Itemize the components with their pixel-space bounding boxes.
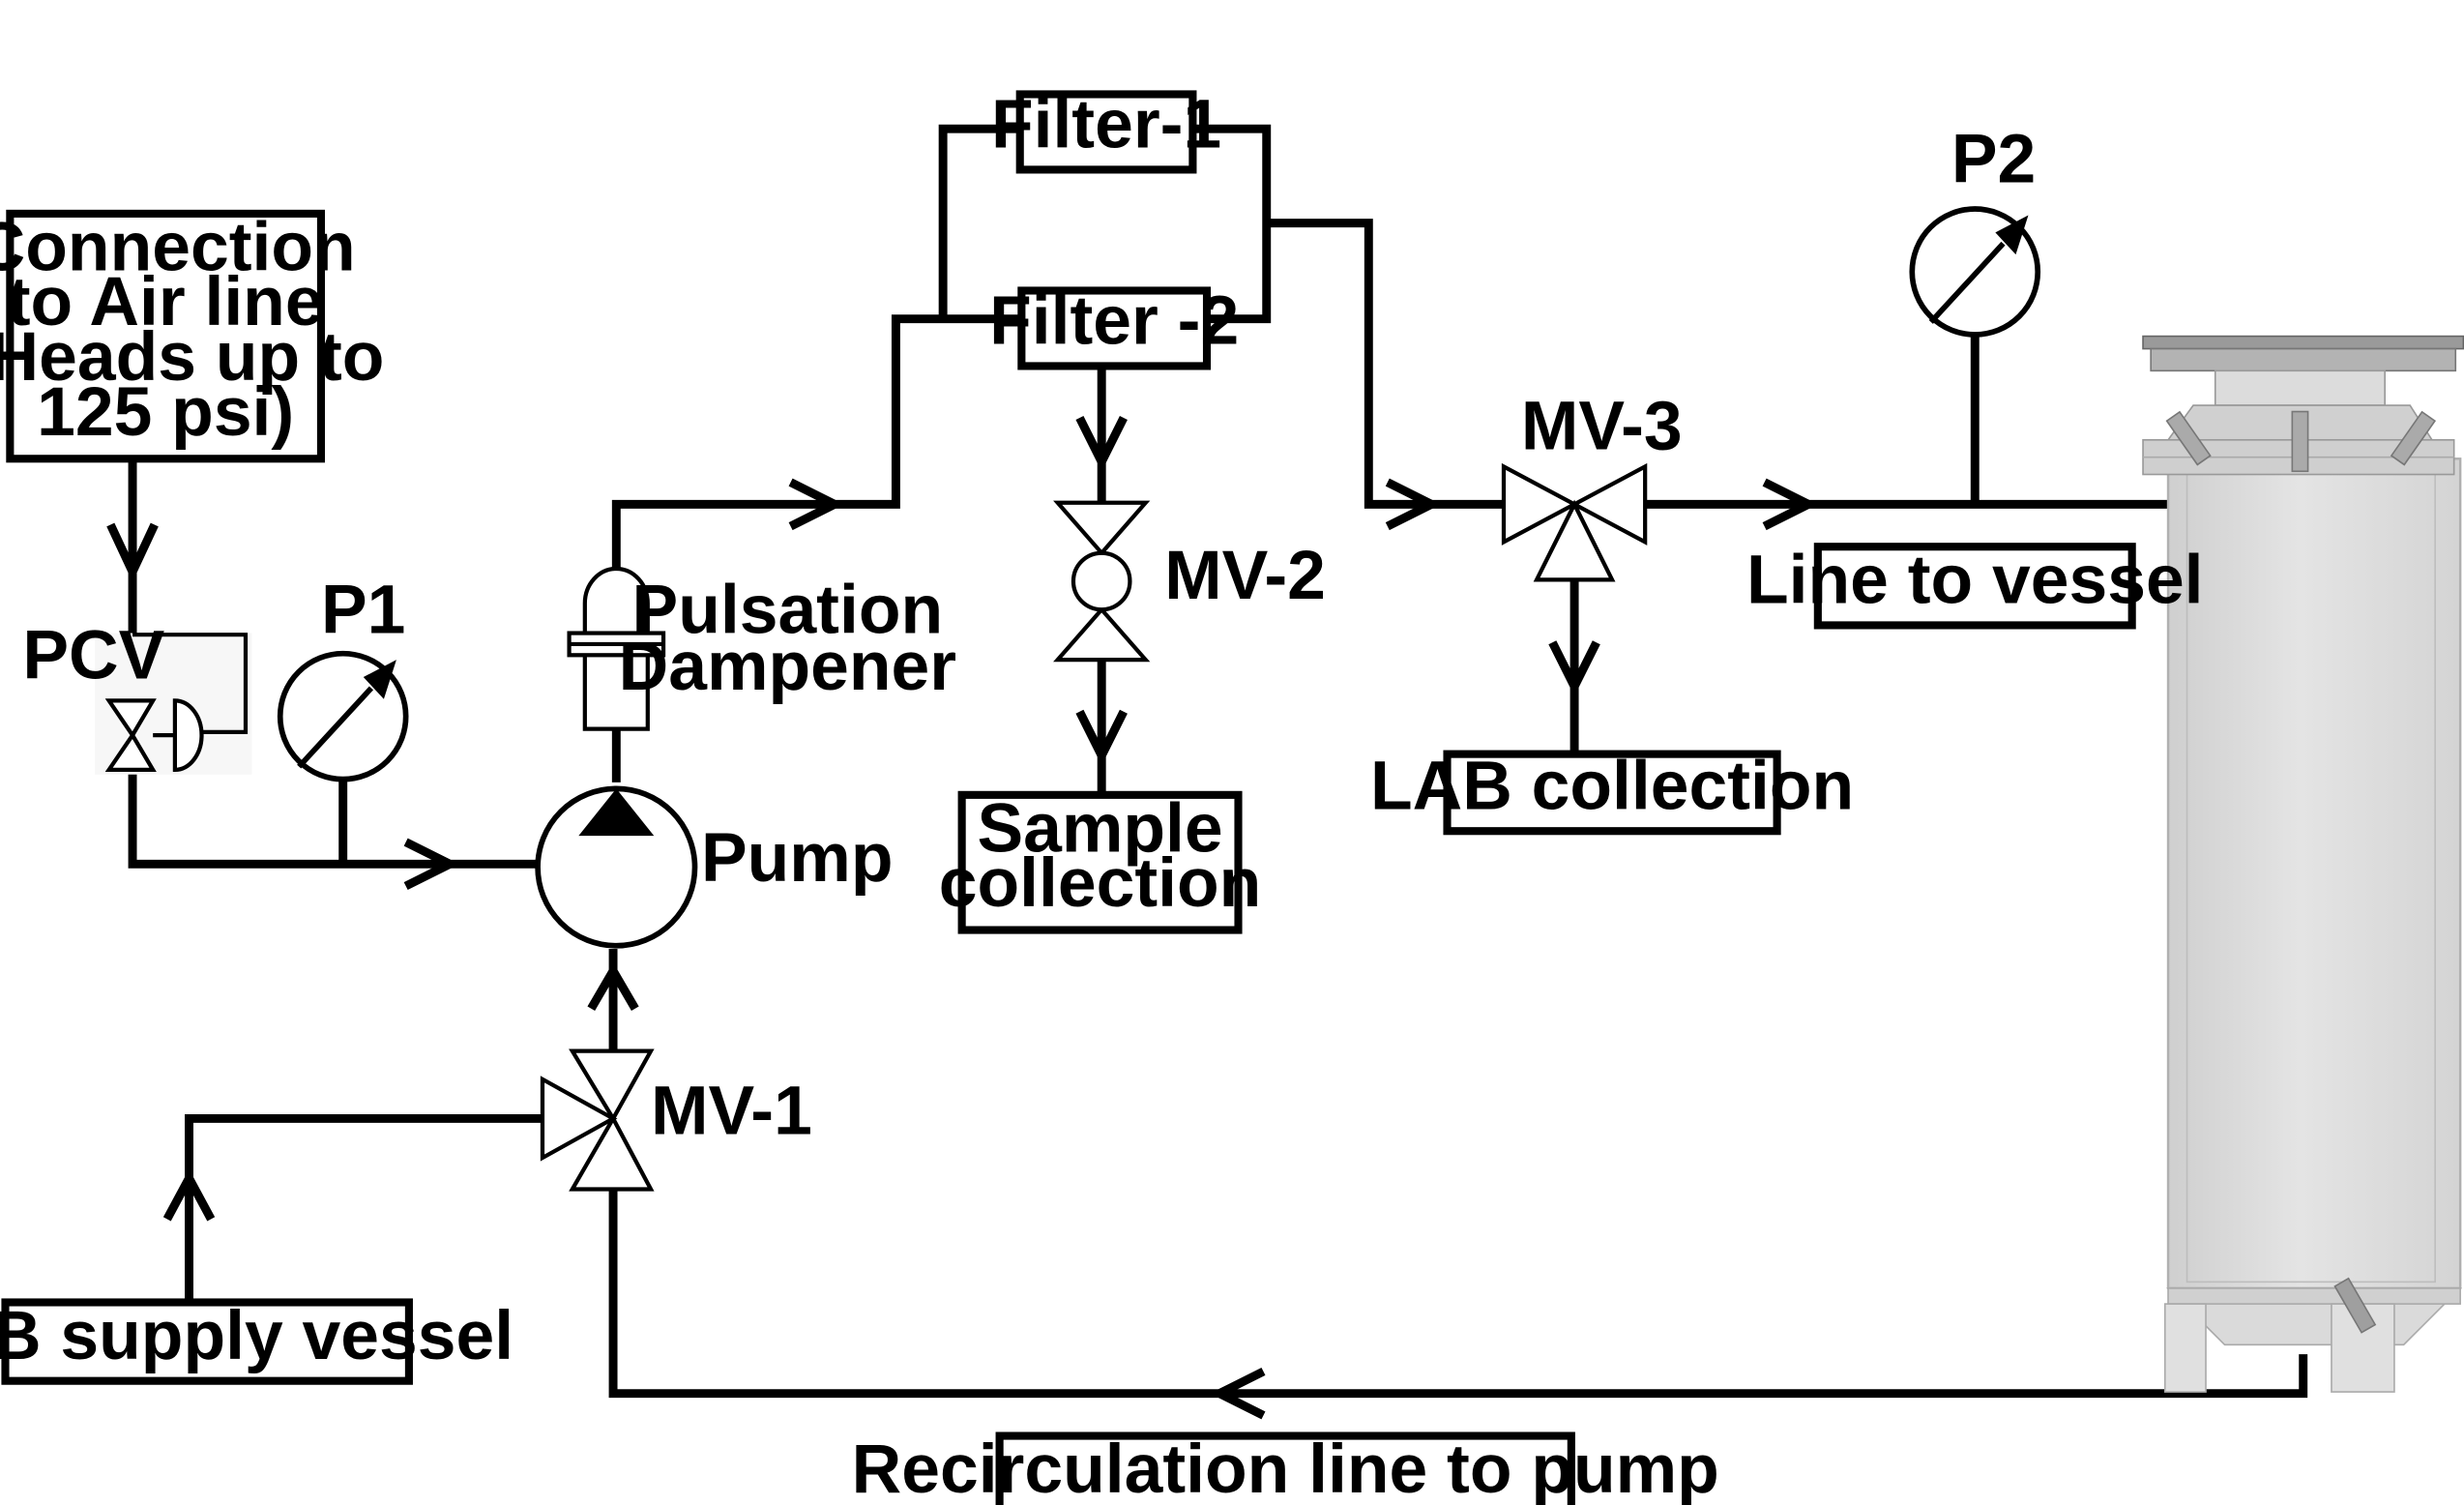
flow-arrow-down (106, 522, 159, 582)
pump-label: Pump (701, 819, 894, 897)
air-connection-box: Connection to Air line ( Heads up to 125… (0, 208, 384, 463)
pcv-label: PCV (22, 617, 164, 694)
piping (128, 124, 2308, 1399)
flow-arrow-left (1210, 1367, 1266, 1420)
flow-arrow-up (162, 1168, 216, 1222)
flow-arrows (106, 416, 1819, 1420)
recirculation-pipe (608, 1189, 2308, 1399)
flow-arrow-down (1075, 416, 1128, 472)
line-to-vessel-box: Line to vessel (1746, 542, 2204, 630)
valve-mv1-icon[interactable] (540, 1048, 655, 1192)
pulsation-dampener-line-2: Dampener (619, 628, 956, 705)
air-connection-line-1: Connection (0, 208, 356, 285)
flow-arrow-right (403, 838, 460, 891)
lab-collection-box: LAB collection (1370, 747, 1854, 836)
discharge-pipe (611, 314, 1022, 569)
mv3-label: MV-3 (1521, 388, 1683, 465)
air-connection-line-3: ( Heads up to (0, 318, 384, 396)
valve-mv2-icon[interactable] (1053, 500, 1151, 663)
pressure-gauge-p1 (277, 650, 409, 782)
sample-collection-box: Sample collection (939, 789, 1262, 934)
filter-2-box[interactable]: Filter -2 (989, 282, 1239, 370)
filter-1-label: Filter-1 (991, 86, 1221, 163)
pump-icon[interactable] (535, 785, 698, 949)
process-vessel (2142, 335, 2464, 1393)
sample-collection-line-2: collection (939, 844, 1262, 922)
pulsation-dampener-line-1: Pulsation (632, 572, 944, 649)
flow-arrow-down (1075, 709, 1128, 766)
sample-collection-line-1: Sample (977, 789, 1222, 867)
flow-arrow-down (1548, 640, 1600, 696)
lab-collection-label: LAB collection (1370, 747, 1854, 824)
filter-outlet-pipe (1266, 219, 1504, 509)
recirculation-line-box: Recirculation line to pump (852, 1431, 1719, 1505)
filter-2-label: Filter -2 (989, 282, 1239, 360)
pressure-control-valve[interactable] (95, 633, 252, 775)
line-to-vessel-label: Line to vessel (1746, 542, 2204, 619)
lab-supply-vessel-label: LAB supply vessel (0, 1297, 513, 1374)
pulsation-dampener (567, 566, 666, 731)
filter-1-inlet-pipe (938, 124, 1020, 319)
air-connection-line-4: 125 psi) (37, 373, 294, 451)
lab-supply-vessel-box: LAB supply vessel (0, 1297, 513, 1385)
valve-mv3-icon[interactable] (1501, 462, 1648, 582)
recirculation-line-label: Recirculation line to pump (852, 1431, 1719, 1505)
mv1-label: MV-1 (651, 1073, 812, 1150)
mv2-label: MV-2 (1164, 537, 1326, 614)
pcv-outlet-pipe (128, 769, 539, 869)
flow-arrow-up (587, 961, 639, 1011)
air-connection-line-2: to Air line (8, 263, 324, 340)
flow-arrow-right (788, 478, 845, 531)
supply-pipe (185, 1113, 543, 1303)
pressure-gauge-p2 (1909, 206, 2041, 338)
p1-label: P1 (321, 572, 405, 649)
p2-label: P2 (1951, 120, 2036, 197)
filter-1-box[interactable]: Filter-1 (991, 86, 1221, 174)
flow-arrow-right (1762, 478, 1819, 531)
flow-arrow-right (1385, 478, 1442, 531)
